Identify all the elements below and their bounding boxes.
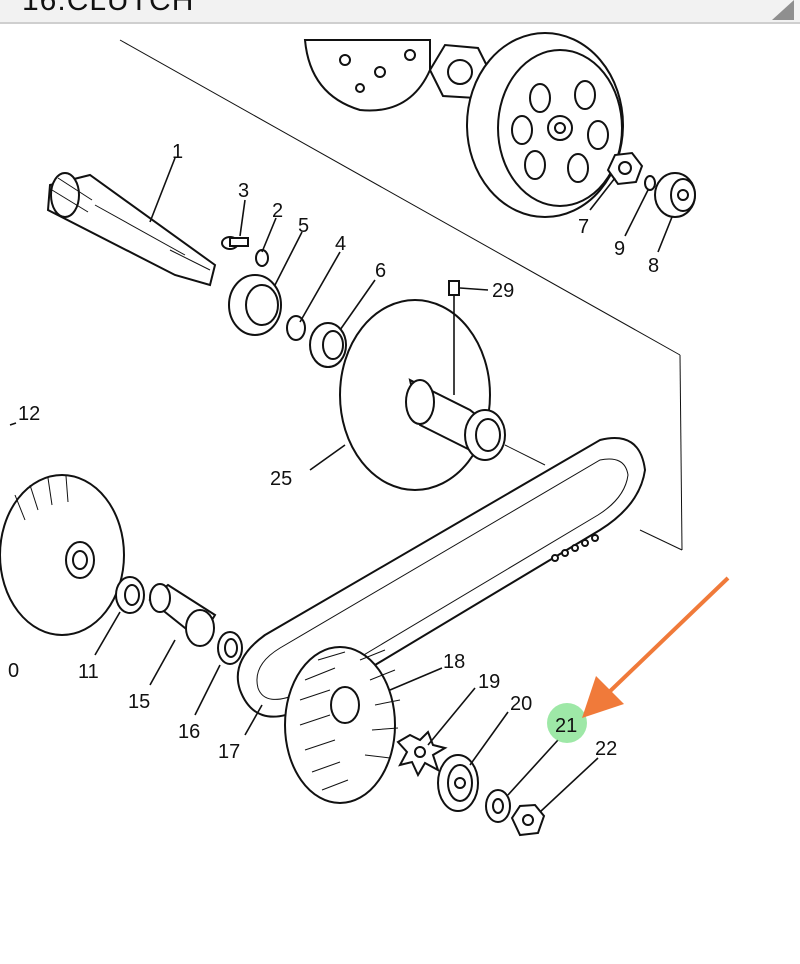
part-29-pin: [448, 280, 460, 395]
part-8-bearing: [654, 172, 696, 218]
label-part-8: 8: [648, 255, 659, 277]
label-part-18: 18: [443, 651, 465, 673]
part-21-washer: [485, 789, 511, 823]
clutch-drum: [466, 32, 624, 218]
highlight-marker: [547, 703, 587, 743]
label-part-7: 7: [578, 216, 589, 238]
orange-arrow-icon: [582, 576, 730, 718]
frame-line-top: [119, 39, 681, 356]
part-20-clutch: [437, 754, 479, 812]
part-25-sheave: [339, 299, 546, 491]
label-part-2: 2: [272, 200, 283, 222]
corner-fold-icon: [772, 0, 794, 20]
part-7-nut: [606, 151, 644, 186]
label-part-21: 21: [555, 715, 577, 737]
part-22-nut: [510, 803, 546, 837]
part-19-spider: [396, 730, 448, 778]
part-5-bearing: [228, 274, 282, 336]
label-part-29: 29: [492, 280, 514, 302]
label-part-17: 17: [218, 741, 240, 763]
label-part-4: 4: [335, 233, 346, 255]
frame-line-right: [679, 354, 683, 551]
page-title: 16.CLUTCH: [22, 0, 195, 17]
label-part-25: 25: [270, 468, 292, 490]
label-part-12: 12: [18, 403, 40, 425]
label-part-6: 6: [375, 260, 386, 282]
label-part-15: 15: [128, 691, 150, 713]
label-part-9: 9: [614, 238, 625, 260]
leader-lines: [94, 157, 673, 813]
part-9-washer: [644, 175, 656, 191]
label-part-10: 0: [8, 660, 19, 682]
label-part-19: 19: [478, 671, 500, 693]
part-3-bolt: [221, 236, 249, 250]
label-part-1: 1: [172, 141, 183, 163]
part-15-collar: [148, 583, 217, 647]
part-10-fixed-sheave: [0, 474, 125, 636]
label-part-3: 3: [238, 180, 249, 202]
label-part-20: 20: [510, 693, 532, 715]
part-4-circlip: [286, 315, 306, 341]
label-part-16: 16: [178, 721, 200, 743]
part-11-washer: [115, 576, 145, 614]
part-6-collar: [309, 322, 347, 368]
part-labels: 1 2 3 4 5 6 7 8 9 0 11 12 15 16 17 18 19…: [8, 141, 659, 763]
part-2-washer: [255, 249, 269, 267]
part-18-fan-pulley: [284, 646, 401, 804]
label-part-11: 11: [78, 661, 99, 683]
part-16-washer: [217, 631, 243, 665]
label-part-5: 5: [298, 215, 309, 237]
label-12-dash: [9, 422, 17, 426]
label-part-22: 22: [595, 738, 617, 760]
clutch-housing: [303, 39, 431, 112]
frame-line-bottom: [639, 529, 683, 551]
title-bar: 16.CLUTCH: [0, 0, 800, 24]
part-1-shaft: [46, 172, 217, 287]
